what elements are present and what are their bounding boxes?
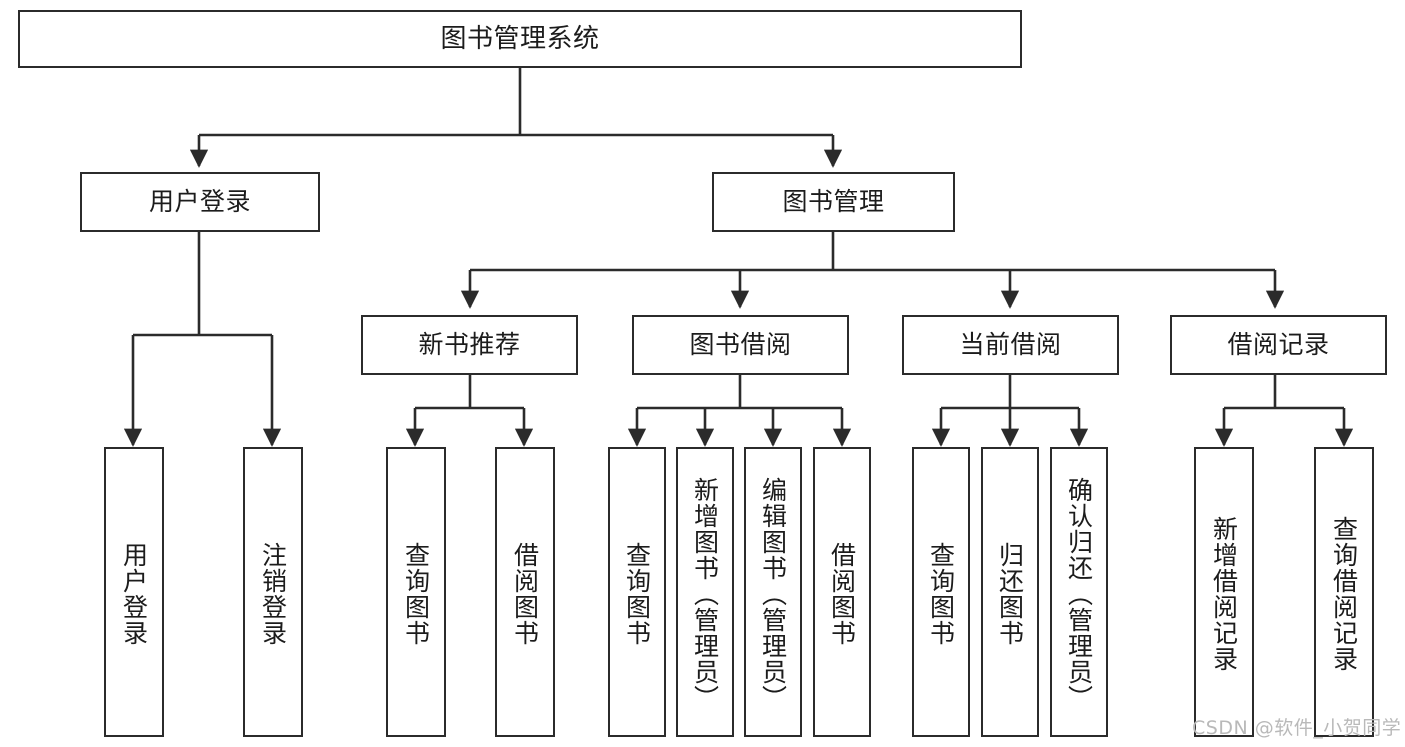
node-root[interactable]: 图书管理系统 — [18, 10, 1022, 68]
leaf-borrow-record-2-label: 查询借阅记录 — [1329, 516, 1359, 672]
leaf-book-borrow-3[interactable]: 编辑图书（管理员） — [744, 447, 802, 737]
leaf-user-login-2[interactable]: 注销登录 — [243, 447, 303, 737]
leaf-current-borrow-3-label: 确认归还（管理员） — [1064, 477, 1094, 711]
leaf-new-book-2-label: 借阅图书 — [510, 542, 540, 646]
node-book-borrow[interactable]: 图书借阅 — [632, 315, 849, 375]
node-borrow-record[interactable]: 借阅记录 — [1170, 315, 1387, 375]
node-new-book-recommend[interactable]: 新书推荐 — [361, 315, 578, 375]
leaf-book-borrow-4[interactable]: 借阅图书 — [813, 447, 871, 737]
leaf-book-borrow-1-label: 查询图书 — [622, 542, 652, 646]
leaf-book-borrow-3-label: 编辑图书（管理员） — [758, 477, 788, 711]
node-user-login-label: 用户登录 — [148, 187, 251, 217]
leaf-current-borrow-1[interactable]: 查询图书 — [912, 447, 970, 737]
leaf-current-borrow-3[interactable]: 确认归还（管理员） — [1050, 447, 1108, 737]
csdn-watermark: CSDN @软件_小贺同学 — [1192, 717, 1402, 739]
leaf-new-book-1-label: 查询图书 — [401, 542, 431, 646]
leaf-book-borrow-4-label: 借阅图书 — [827, 542, 857, 646]
leaf-new-book-2[interactable]: 借阅图书 — [495, 447, 555, 737]
leaf-current-borrow-1-label: 查询图书 — [926, 542, 956, 646]
node-book-manage-label: 图书管理 — [782, 187, 885, 217]
node-current-borrow-label: 当前借阅 — [959, 330, 1062, 360]
leaf-borrow-record-1[interactable]: 新增借阅记录 — [1194, 447, 1254, 737]
leaf-new-book-1[interactable]: 查询图书 — [386, 447, 446, 737]
node-new-book-recommend-label: 新书推荐 — [418, 330, 521, 360]
leaf-book-borrow-2[interactable]: 新增图书（管理员） — [676, 447, 734, 737]
leaf-current-borrow-2-label: 归还图书 — [995, 542, 1025, 646]
leaf-book-borrow-2-label: 新增图书（管理员） — [690, 477, 720, 711]
leaf-borrow-record-1-label: 新增借阅记录 — [1209, 516, 1239, 672]
leaf-current-borrow-2[interactable]: 归还图书 — [981, 447, 1039, 737]
node-borrow-record-label: 借阅记录 — [1227, 330, 1330, 360]
leaf-user-login-1[interactable]: 用户登录 — [104, 447, 164, 737]
leaf-book-borrow-1[interactable]: 查询图书 — [608, 447, 666, 737]
node-book-manage[interactable]: 图书管理 — [712, 172, 955, 232]
node-book-borrow-label: 图书借阅 — [689, 330, 792, 360]
node-root-label: 图书管理系统 — [440, 23, 600, 54]
leaf-user-login-1-label: 用户登录 — [119, 542, 149, 646]
node-current-borrow[interactable]: 当前借阅 — [902, 315, 1119, 375]
leaf-user-login-2-label: 注销登录 — [258, 542, 288, 646]
node-user-login[interactable]: 用户登录 — [80, 172, 320, 232]
leaf-borrow-record-2[interactable]: 查询借阅记录 — [1314, 447, 1374, 737]
